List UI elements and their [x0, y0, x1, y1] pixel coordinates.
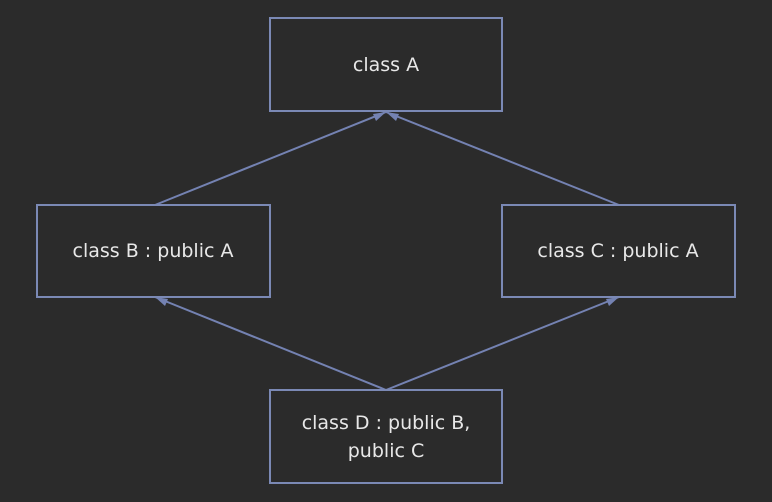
arrow-head — [606, 297, 619, 306]
edge-class-d-to-class-c — [385, 296, 620, 391]
arrow-head — [386, 112, 399, 121]
edge-line — [154, 111, 387, 206]
edge-class-d-to-class-b — [154, 296, 387, 391]
arrow-head — [155, 297, 168, 306]
node-label: class C : public A — [537, 240, 698, 262]
node-box — [36, 204, 271, 298]
arrow-head — [373, 112, 386, 121]
node-class-b[interactable]: class B : public A — [36, 204, 271, 298]
node-label: class A — [353, 54, 419, 76]
node-label-line-2: public C — [348, 440, 424, 462]
node-class-d[interactable]: class D : public B, public C — [269, 389, 503, 484]
edge-class-c-to-class-a — [385, 111, 620, 206]
node-class-a[interactable]: class A — [269, 17, 503, 112]
node-box — [269, 389, 503, 484]
node-box — [501, 204, 736, 298]
edge-class-b-to-class-a — [154, 111, 387, 206]
node-box — [269, 17, 503, 112]
edge-line — [385, 111, 620, 206]
node-label-line-1: class D : public B, — [302, 412, 471, 434]
edge-line — [385, 296, 620, 391]
edge-line — [154, 296, 387, 391]
node-class-c[interactable]: class C : public A — [501, 204, 736, 298]
node-label: class B : public A — [73, 240, 234, 262]
edges — [154, 111, 620, 391]
